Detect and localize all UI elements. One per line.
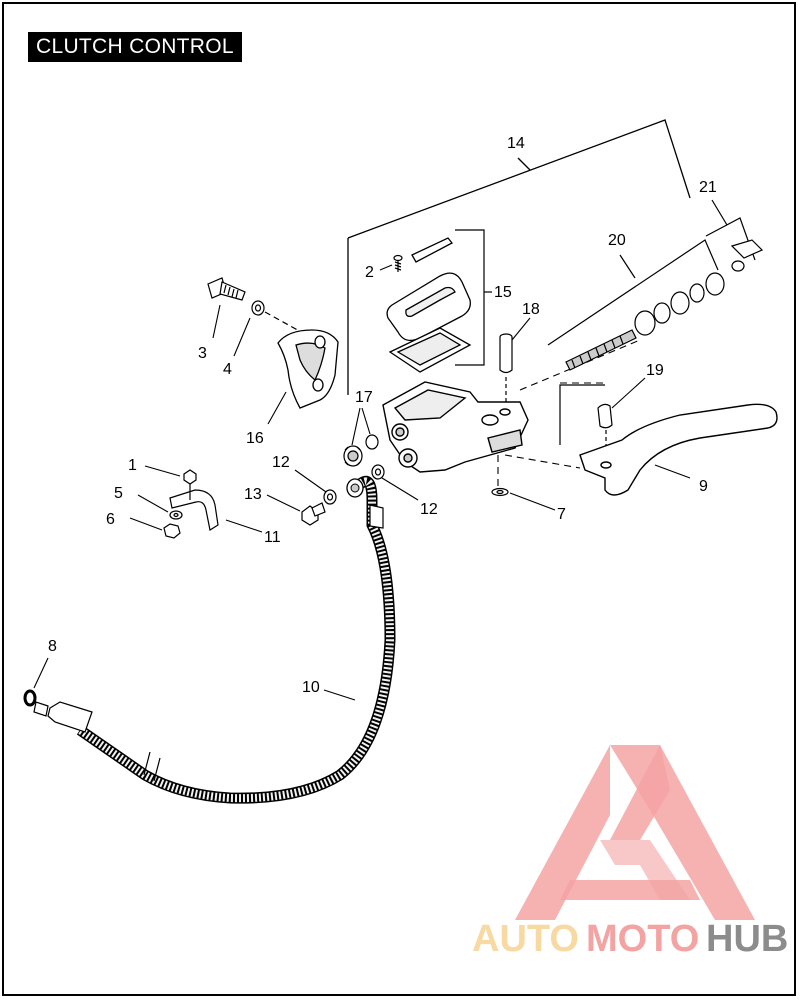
washer-part-5 (169, 510, 183, 520)
bracket-20 (547, 239, 719, 346)
label-part-21: 21 (699, 179, 717, 196)
screw-part-1 (183, 469, 197, 500)
reservoir-cover-part-15 (386, 237, 472, 373)
bracket-14 (347, 119, 691, 395)
label-part-18: 18 (522, 301, 540, 318)
label-part-9: 9 (699, 478, 708, 495)
o-ring-part-8 (23, 689, 37, 707)
clamp-part-16 (277, 329, 339, 409)
washer-part-4 (251, 300, 313, 339)
washer-part-12-lower (323, 489, 337, 505)
washer-part-12-upper (371, 464, 385, 480)
label-part-3: 3 (198, 345, 207, 362)
pushrod-part-21 (730, 239, 764, 272)
label-part-5: 5 (114, 485, 123, 502)
clip-part-11 (169, 489, 219, 531)
bracket-lever (559, 384, 605, 445)
label-part-6: 6 (106, 511, 115, 528)
retainer-part-7 (491, 487, 509, 497)
label-part-12-upper: 12 (272, 454, 290, 471)
label-part-16: 16 (246, 430, 264, 447)
label-part-7: 7 (557, 506, 566, 523)
label-part-17: 17 (355, 389, 373, 406)
label-part-11: 11 (264, 529, 281, 546)
part-labels: 1 2 3 4 5 6 7 8 9 10 11 12 12 13 14 15 1… (48, 135, 717, 696)
fitting-part-17 (343, 434, 379, 467)
label-part-10: 10 (302, 679, 320, 696)
bolt-part-3 (207, 277, 246, 301)
label-part-19: 19 (646, 362, 664, 379)
master-cylinder-body (382, 381, 529, 473)
label-part-13: 13 (244, 486, 262, 503)
hose-part-10 (33, 475, 396, 804)
leader-lines (33, 264, 691, 701)
label-part-8: 8 (48, 638, 57, 655)
label-part-1: 1 (128, 457, 137, 474)
piston-part-20 (565, 272, 725, 371)
label-part-12-lower: 12 (420, 501, 438, 518)
label-part-20: 20 (608, 232, 626, 249)
label-part-4: 4 (223, 361, 232, 378)
pivot-pin-part-19 (597, 403, 613, 455)
pin-part-18 (499, 333, 513, 405)
clutch-lever-part-9 (579, 403, 778, 496)
banjo-bolt-part-13 (301, 502, 326, 526)
page-title: CLUTCH CONTROL (28, 32, 242, 62)
nut-part-6 (163, 523, 181, 539)
watermark-logo: AUTO MOTO HUB (472, 745, 788, 960)
bracket-15 (455, 229, 492, 366)
label-part-14: 14 (507, 135, 525, 152)
watermark-text-moto: MOTO (586, 918, 699, 960)
watermark-text-auto: AUTO (472, 918, 579, 960)
label-part-15: 15 (494, 284, 512, 301)
screw-part-2 (393, 254, 403, 272)
label-part-2: 2 (365, 264, 374, 281)
watermark-text-hub: HUB (706, 918, 788, 960)
